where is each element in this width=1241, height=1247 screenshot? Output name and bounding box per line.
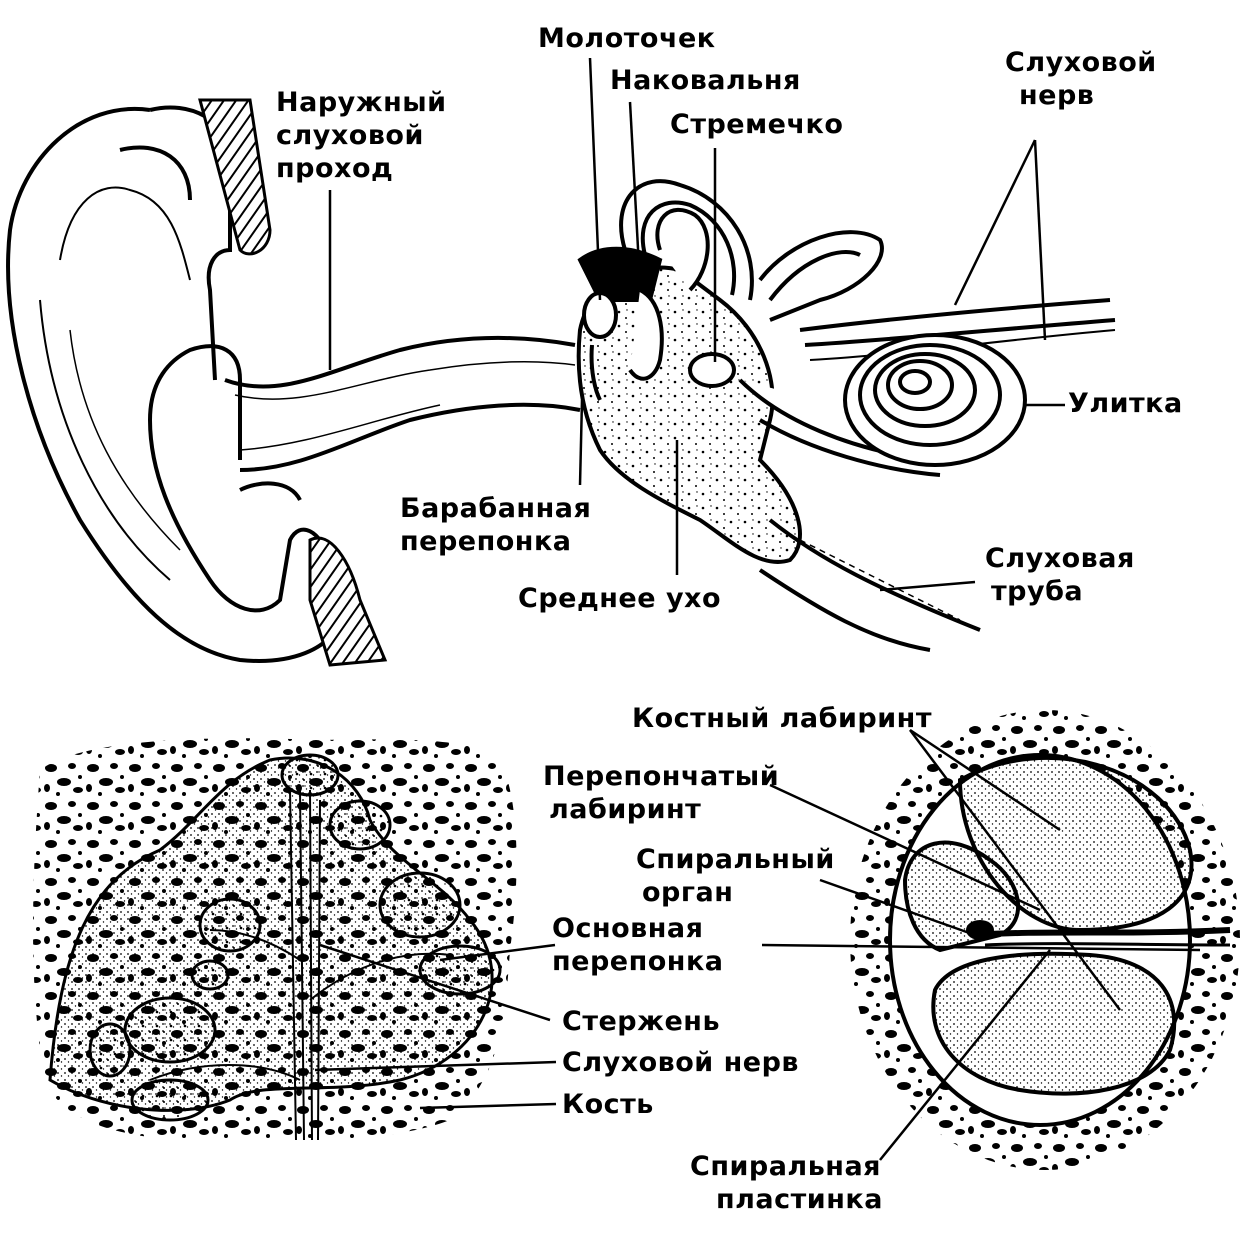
label-bony-labyrinth: Костный лабиринт [632, 703, 932, 734]
label-line: лабиринт [549, 794, 702, 825]
label-auditory-nerve: Слуховой нерв [1005, 46, 1157, 112]
label-eustachian-tube: Слуховая труба [985, 542, 1135, 608]
cochlea-section [33, 738, 517, 1142]
label-cochlear-nerve: Слуховой нерв [562, 1047, 799, 1078]
label-spiral-lamina: Спиральная пластинка [690, 1150, 883, 1216]
label-line: Слуховой [1005, 47, 1157, 78]
cochlea [843, 333, 1027, 467]
label-line: Барабанная [400, 493, 592, 524]
label-malleus: Молоточек [538, 23, 716, 54]
label-basilar-membrane: Основная перепонка [552, 912, 724, 978]
label-membranous-labyrinth: Перепончатый лабиринт [543, 760, 779, 826]
label-line: слуховой [276, 120, 424, 151]
label-eardrum: Барабанная перепонка [400, 492, 591, 558]
label-incus: Наковальня [610, 65, 801, 96]
label-line: Спиральная [690, 1151, 881, 1182]
label-stapes: Стремечко [670, 109, 844, 140]
cochlear-duct-section [850, 710, 1240, 1170]
label-line: Основная [552, 913, 704, 944]
label-line: проход [276, 153, 394, 184]
skull-hatch-lower [308, 536, 388, 667]
label-line: Спиральный [636, 844, 835, 875]
label-cochlea: Улитка [1068, 388, 1183, 419]
label-line: Слуховая [985, 543, 1135, 574]
bottom-leader-lines [314, 728, 1201, 1161]
label-outer-ear-canal: Наружный слуховой проход [276, 86, 447, 185]
middle-ear [576, 246, 981, 652]
label-line: перепонка [552, 946, 724, 977]
label-line: Наружный [276, 87, 447, 118]
label-line: нерв [1019, 80, 1095, 111]
top-leader-lines [328, 57, 1065, 592]
label-line: труба [991, 576, 1084, 607]
label-line: пластинка [716, 1184, 883, 1215]
label-modiolus: Стержень [562, 1006, 721, 1037]
skull-hatch-upper [198, 98, 272, 256]
label-line: Перепончатый [543, 761, 780, 792]
label-spiral-organ: Спиральный орган [636, 843, 835, 909]
label-bone: Кость [562, 1089, 654, 1120]
label-line: орган [642, 877, 734, 908]
label-line: перепонка [400, 526, 572, 557]
ear-canal [224, 336, 581, 472]
label-middle-ear: Среднее ухо [518, 583, 722, 614]
